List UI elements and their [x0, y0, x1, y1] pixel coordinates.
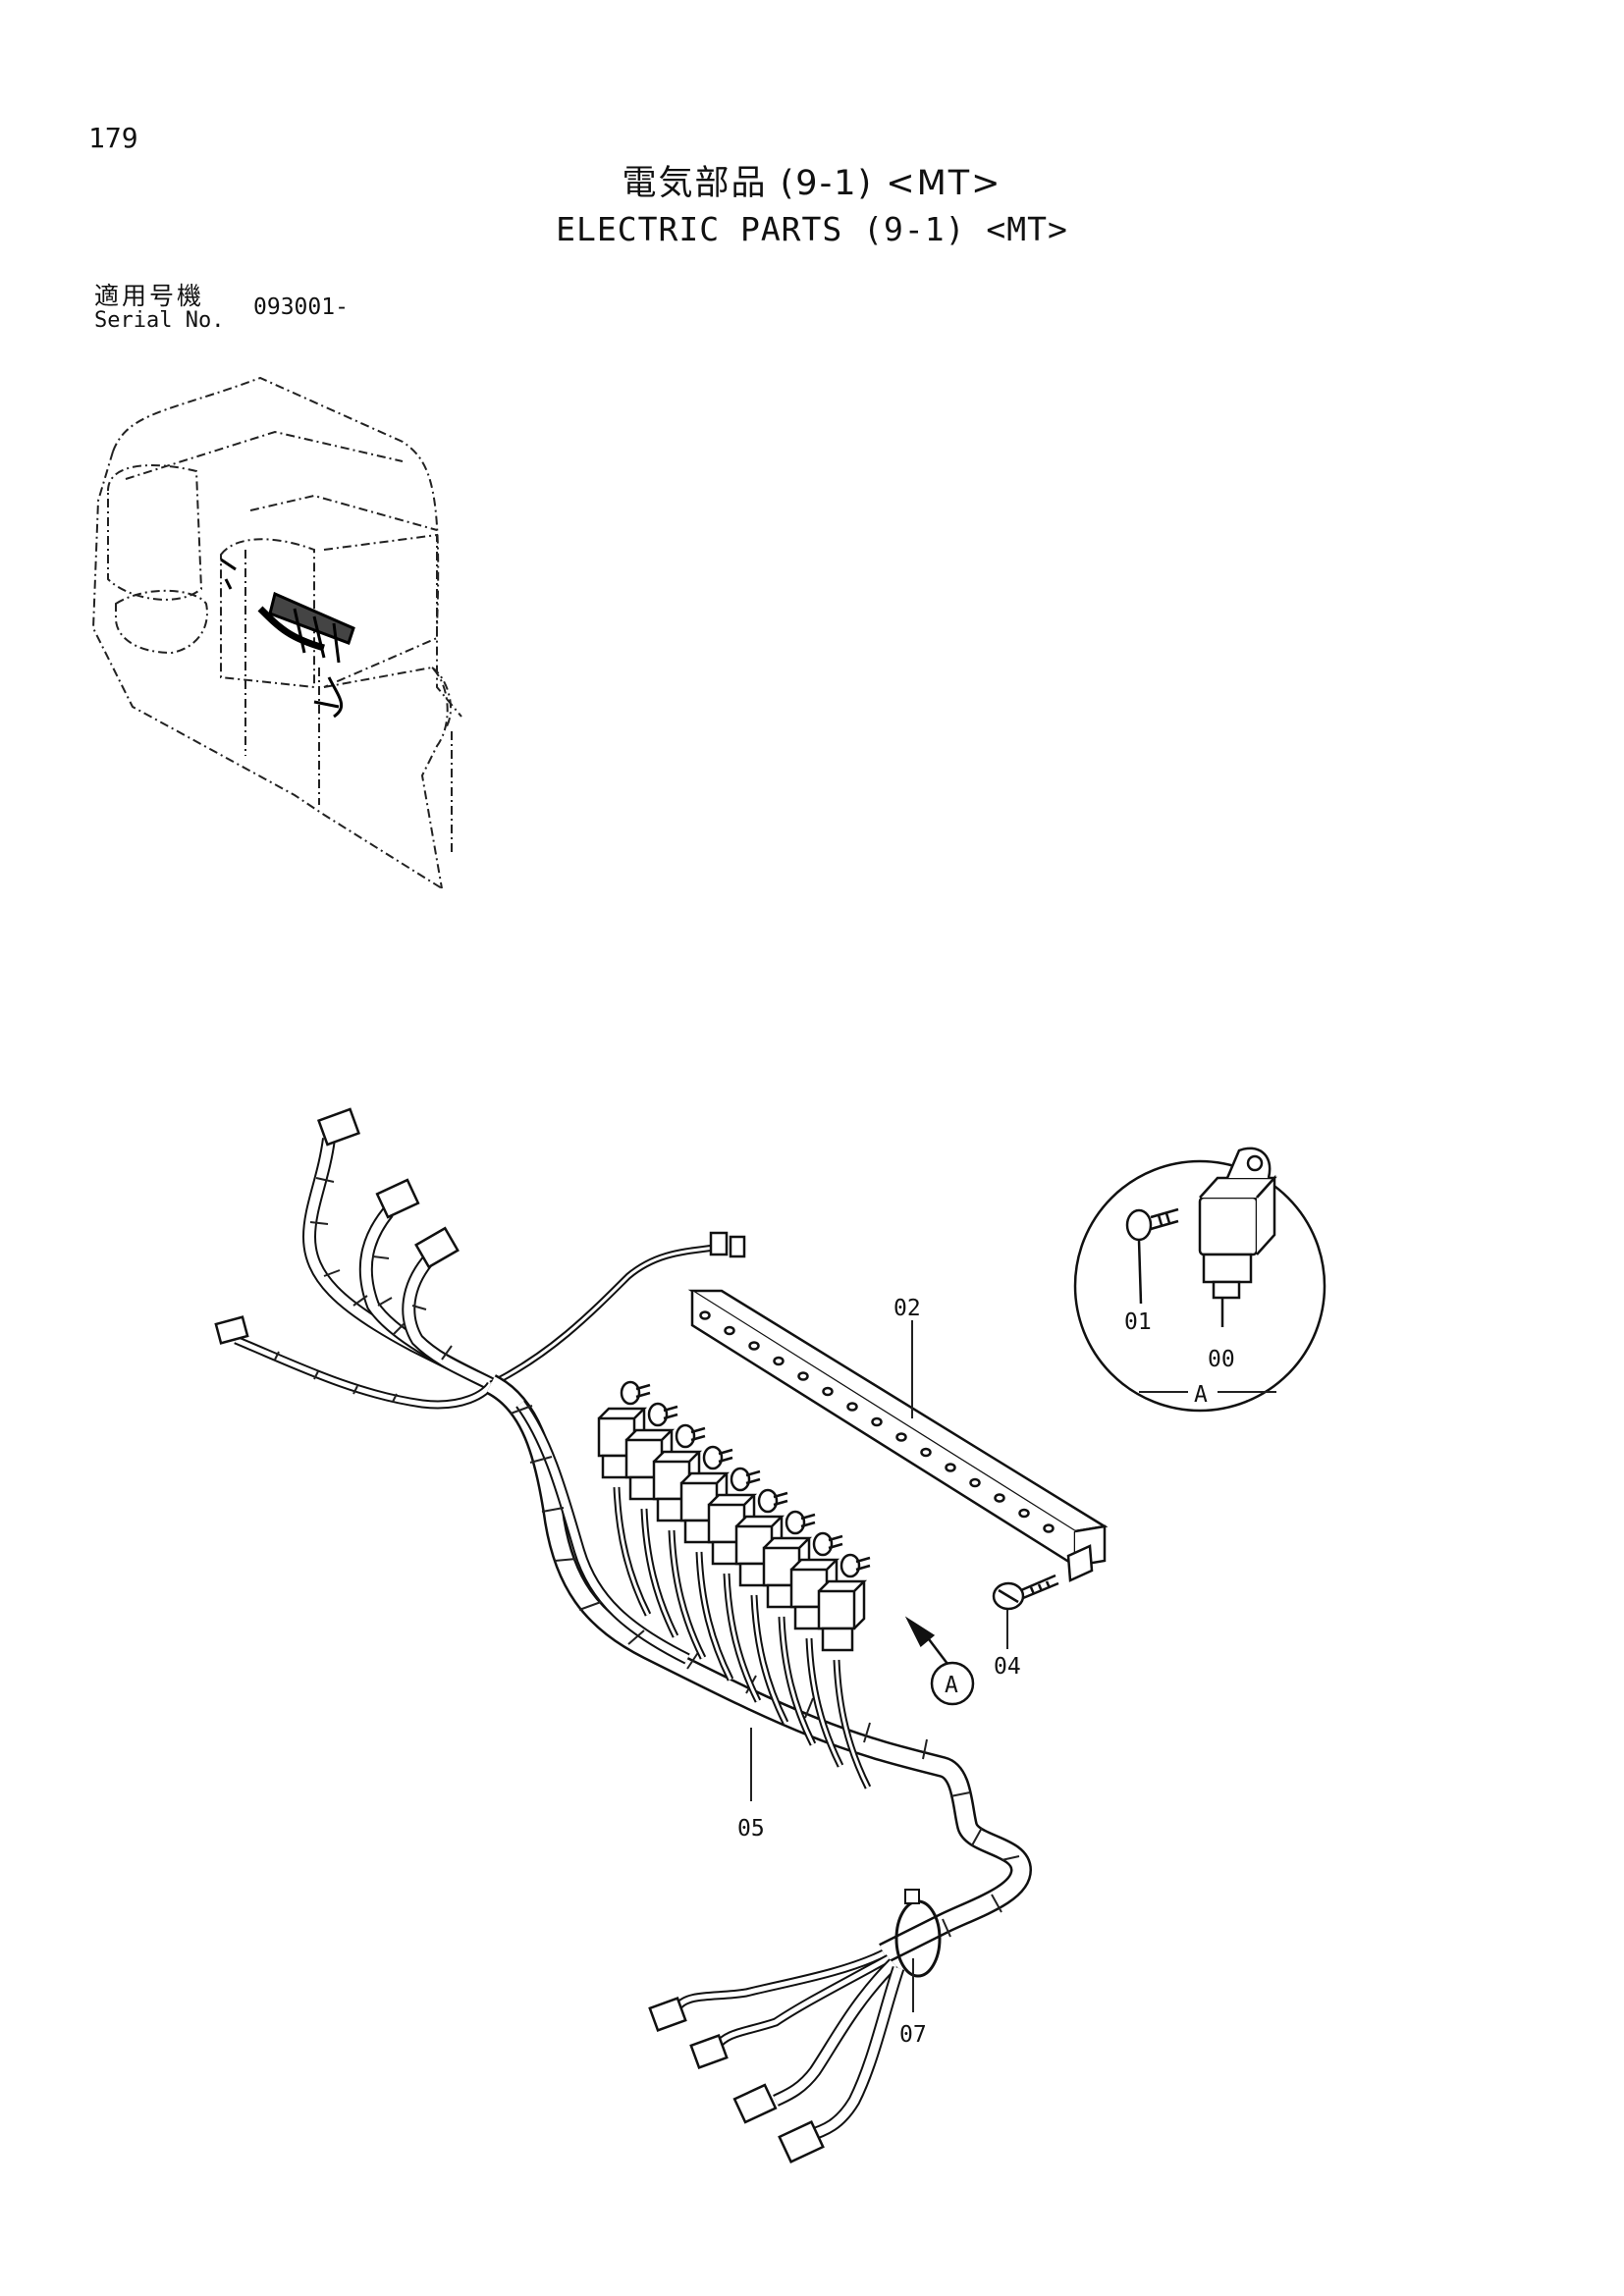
detail-a-marker: A: [945, 1673, 958, 1698]
page-title-japanese: 電気部品 (9-1) <MT>: [622, 164, 1002, 203]
bracket-hole: [1018, 1508, 1030, 1519]
serial-label-english: Serial No.: [94, 308, 225, 333]
bracket-hole: [797, 1371, 809, 1381]
detail-a-reference: [904, 1616, 975, 1706]
callout-labels: 02 04 05 07 01 00 A A: [737, 1296, 1235, 2048]
bracket-hole: [1043, 1523, 1055, 1533]
callout-01: 01: [1124, 1309, 1152, 1335]
relay-bracket: [687, 1289, 1109, 1582]
page-title-english: ELECTRIC PARTS (9-1) <MT>: [556, 210, 1068, 248]
relay-bank: [597, 1380, 872, 1789]
page-number: 179: [88, 122, 138, 154]
bracket-hole: [822, 1386, 834, 1397]
harness-clamp: [894, 1889, 942, 1978]
bracket-hole: [846, 1402, 858, 1412]
cab-location-sketch: [91, 376, 462, 889]
main-wire-harness: [234, 1138, 1033, 2142]
bracket-hole: [748, 1341, 760, 1351]
bracket-hole: [871, 1416, 883, 1427]
cab-harness-sketch: [220, 558, 355, 719]
callout-07: 07: [899, 2022, 927, 2048]
serial-number-value: 093001-: [253, 294, 349, 320]
leader-lines: [750, 1320, 1276, 2012]
bracket-hole: [945, 1463, 956, 1472]
relay-module: [817, 1553, 872, 1789]
serial-label-japanese: 適用号機: [94, 282, 205, 310]
bracket-hole: [920, 1447, 932, 1458]
bracket-hole: [895, 1432, 907, 1442]
bracket-hole: [994, 1493, 1005, 1503]
bolt-04: [992, 1574, 1059, 1611]
callout-05: 05: [737, 1816, 765, 1842]
bracket-hole: [773, 1356, 785, 1366]
harness-connectors: [214, 1107, 825, 2163]
callout-04: 04: [994, 1654, 1021, 1680]
bracket-hole: [969, 1477, 981, 1488]
callout-00: 00: [1208, 1347, 1235, 1372]
detail-a-circle: [1073, 1147, 1326, 1413]
bracket-hole: [724, 1325, 735, 1336]
detail-a-label: A: [1194, 1382, 1208, 1408]
callout-02: 02: [893, 1296, 921, 1321]
bracket-hole: [699, 1310, 711, 1320]
